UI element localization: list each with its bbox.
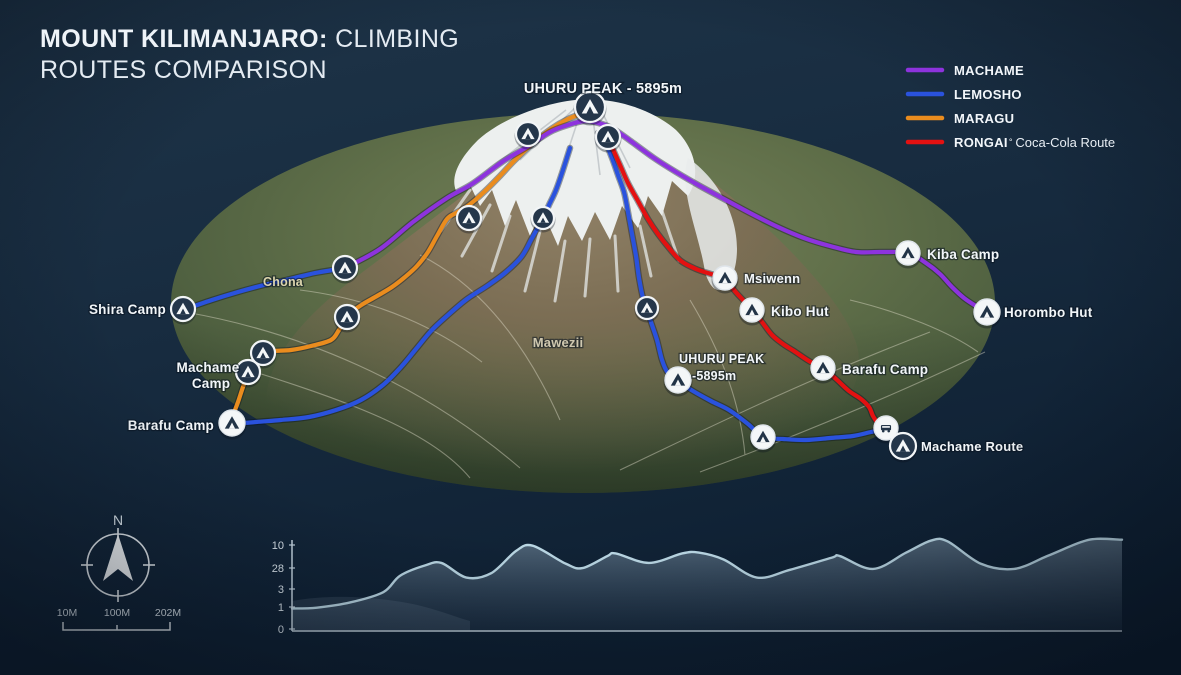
compass-needle	[103, 534, 133, 581]
y-tick-label: 28	[272, 563, 284, 575]
camp-marker	[894, 240, 922, 269]
camp-marker	[530, 205, 556, 233]
y-tick-label: 1	[278, 602, 284, 614]
legend-swatch-rongai	[905, 139, 945, 145]
map-label: Barafu Camp	[128, 418, 214, 433]
legend-label: MARAGU	[954, 110, 1015, 126]
camp-marker	[809, 355, 837, 384]
title-bold: MOUNT KILIMANJARO:	[40, 25, 328, 53]
map-label: Chona	[263, 275, 304, 289]
map-label: UHURU PEAK - 5895m	[524, 81, 682, 97]
y-tick-label: 10	[272, 540, 284, 552]
camp-marker	[888, 431, 918, 463]
camp-marker	[663, 366, 693, 397]
legend-footnote-mark: °	[1008, 137, 1013, 147]
map-label: Machame	[177, 360, 240, 375]
map-label: Camp	[192, 376, 230, 391]
legend-item-machame: MACHAME	[905, 62, 1115, 78]
legend-swatch-maragu	[905, 115, 945, 121]
map-label: Barafu Camp	[842, 362, 928, 377]
legend-swatch-machame	[905, 67, 945, 73]
scale-label: 100M	[104, 607, 130, 619]
camp-marker	[634, 295, 660, 323]
compass-rose: N	[81, 512, 155, 602]
camp-marker	[455, 204, 483, 234]
legend-item-maragu: MARAGU	[905, 110, 1115, 126]
compass-north-label: N	[113, 512, 123, 528]
title-light: CLIMBING	[335, 25, 460, 53]
scale-label: 202M	[155, 607, 181, 619]
legend-item-rongai: RONGAI° Coca-Cola Route	[905, 134, 1115, 150]
map-label: Shira Camp	[89, 302, 166, 317]
map-label: Kibo Hut	[771, 304, 829, 319]
y-tick-label: 3	[278, 584, 284, 596]
legend-label: LEMOSHO	[954, 86, 1022, 102]
camp-marker	[573, 90, 607, 126]
map-label: UHURU PEAK	[679, 352, 764, 366]
route-legend: MACHAME LEMOSHO MARAGU RONGAI° Coca-Cola…	[905, 62, 1115, 150]
title-line2: ROUTES COMPARISON	[40, 56, 327, 84]
page-title: MOUNT KILIMANJARO: CLIMBING ROUTES COMPA…	[40, 24, 459, 86]
legend-swatch-lemosho	[905, 91, 945, 97]
camp-marker	[514, 120, 542, 150]
map-label: Horombo Hut	[1004, 305, 1093, 320]
camp-marker	[333, 303, 361, 333]
camp-marker	[169, 295, 197, 325]
map-label: Machame Route	[921, 439, 1023, 454]
title-line1: MOUNT KILIMANJARO: CLIMBING	[40, 24, 459, 55]
legend-suffix: Coca-Cola Route	[1015, 134, 1116, 150]
legend-item-lemosho: LEMOSHO	[905, 86, 1115, 102]
camp-marker	[711, 265, 739, 294]
elevation-area	[292, 538, 1122, 630]
map-label: Msiwenn	[744, 271, 800, 286]
legend-label: RONGAI	[954, 134, 1008, 150]
camp-marker	[594, 123, 622, 153]
camp-marker	[749, 424, 777, 453]
scale-label: 10M	[57, 607, 77, 619]
map-label: Mawezii	[533, 335, 584, 350]
camp-marker	[972, 298, 1002, 329]
camp-marker	[331, 254, 359, 284]
legend-label: MACHAME	[954, 62, 1024, 78]
map-label: -5895m	[692, 369, 736, 383]
y-tick-label: 0	[278, 624, 284, 636]
camp-marker	[217, 409, 247, 440]
map-label: Kiba Camp	[927, 247, 999, 262]
camp-marker	[738, 297, 766, 326]
scale-bar: 10M 100M 202M	[57, 607, 181, 631]
